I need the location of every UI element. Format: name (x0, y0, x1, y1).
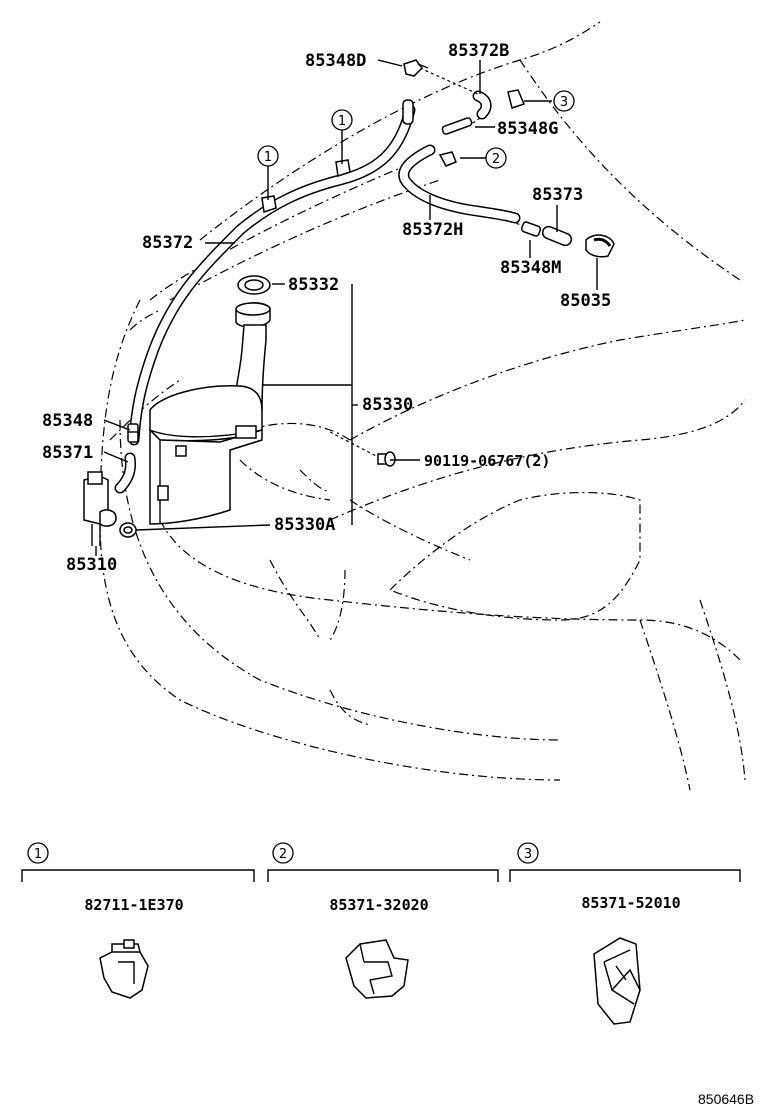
clip-2-icon (345, 939, 409, 999)
joint-85348D (403, 59, 429, 77)
label-85310: 85310 (66, 555, 117, 575)
dotted-link (419, 67, 479, 95)
label-85372: 85372 (142, 233, 193, 253)
callout-3: 3 (553, 90, 575, 112)
label-85330A: 85330A (274, 515, 335, 535)
clip-3-icon (593, 937, 641, 1025)
clip-1-piece (261, 195, 277, 213)
legend-1-part: 82711-1E370 (84, 896, 183, 914)
diagram-code: 850646B (698, 1091, 754, 1107)
leader-lines (95, 59, 598, 556)
svg-text:3: 3 (560, 95, 568, 110)
svg-text:1: 1 (34, 847, 42, 862)
svg-text:3: 3 (524, 847, 532, 862)
hose-85373 (541, 225, 573, 247)
callout-2: 2 (485, 147, 507, 169)
vehicle-body-outline (99, 21, 746, 791)
label-85372H: 85372H (402, 220, 463, 240)
clip-2-piece (438, 151, 457, 167)
hose-85372B (472, 90, 492, 120)
cap-85332 (237, 275, 271, 295)
washer-tank-85330 (149, 302, 271, 525)
label-85372B: 85372B (448, 41, 509, 61)
bolt-90119 (377, 451, 396, 467)
svg-text:1: 1 (338, 114, 346, 129)
hose-segment (402, 99, 414, 125)
legend-1: 1 82711-1E370 (21, 842, 255, 999)
label-85348G: 85348G (497, 119, 558, 139)
dotted-link (329, 431, 381, 459)
label-85332: 85332 (288, 275, 339, 295)
svg-text:1: 1 (264, 150, 272, 165)
hose-85371 (114, 452, 136, 494)
label-85348M: 85348M (500, 258, 561, 278)
label-90119-06767: 90119-06767(2) (424, 452, 550, 470)
label-85373: 85373 (532, 185, 583, 205)
legend-2: 2 85371-32020 (267, 842, 499, 999)
svg-text:2: 2 (279, 847, 287, 862)
dotted-link (469, 117, 481, 126)
clip-3-piece (507, 89, 526, 109)
label-85348D: 85348D (305, 51, 366, 71)
joint-85348M (520, 221, 542, 237)
label-85371: 85371 (42, 443, 93, 463)
legend-3-part: 85371-52010 (581, 894, 680, 912)
grommet-85330A (119, 522, 137, 538)
callout-1-right: 1 (331, 109, 353, 131)
clip-1-icon (99, 939, 149, 999)
joint-85348 (127, 423, 139, 443)
clip-1-piece (335, 159, 351, 177)
hose-85372 (128, 104, 416, 446)
svg-text:2: 2 (492, 152, 500, 167)
nozzle-85035 (585, 234, 615, 258)
pump-85310 (83, 471, 117, 546)
label-85035: 85035 (560, 291, 611, 311)
label-85330: 85330 (362, 395, 413, 415)
joint-85348G (441, 117, 473, 135)
label-85348: 85348 (42, 411, 93, 431)
legend-2-part: 85371-32020 (329, 896, 428, 914)
callout-1-left: 1 (257, 145, 279, 167)
legend-3: 3 85371-52010 (509, 842, 741, 1025)
